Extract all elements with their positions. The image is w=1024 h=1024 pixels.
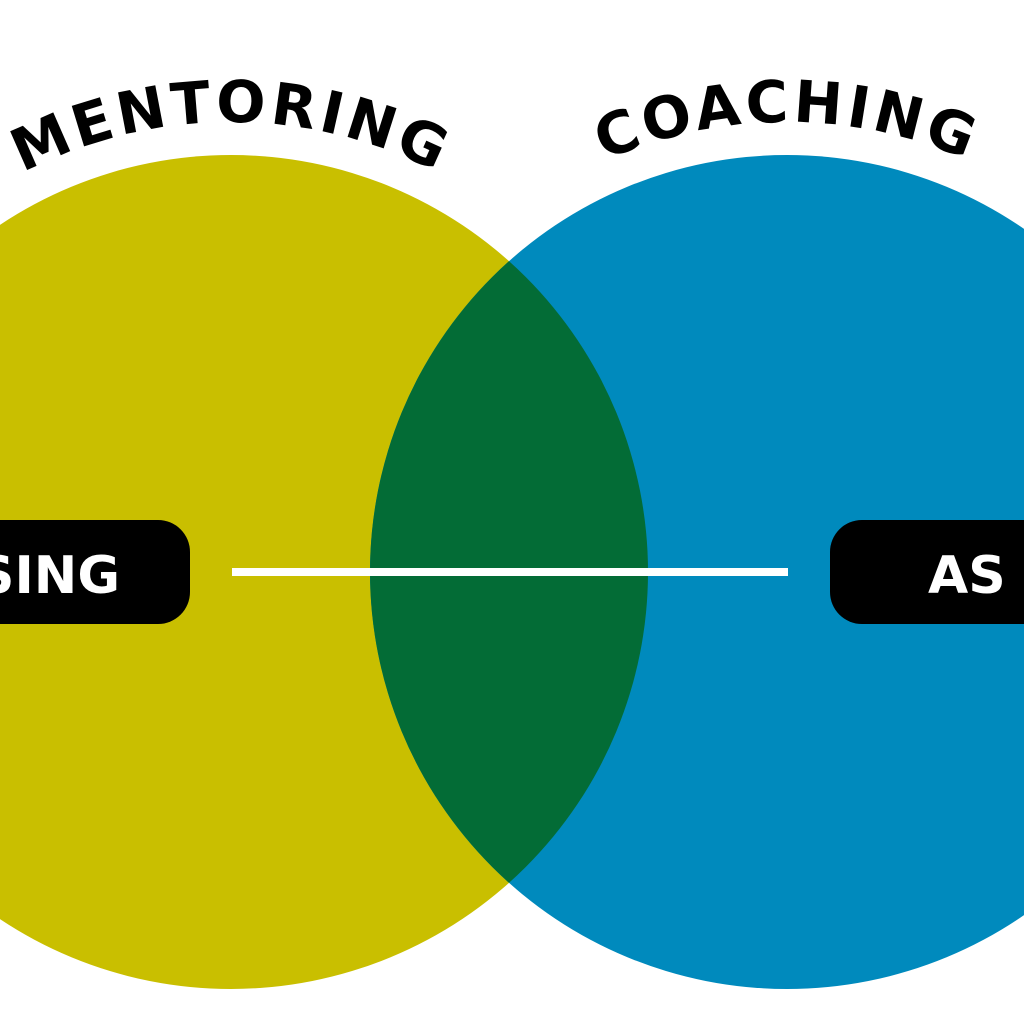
left-pill-label: SING (0, 546, 120, 606)
overlap-region (370, 155, 648, 989)
left-pill (0, 520, 190, 624)
connector-line (232, 568, 788, 576)
right-pill-label: AS (928, 546, 1006, 606)
right-pill (830, 520, 1024, 624)
